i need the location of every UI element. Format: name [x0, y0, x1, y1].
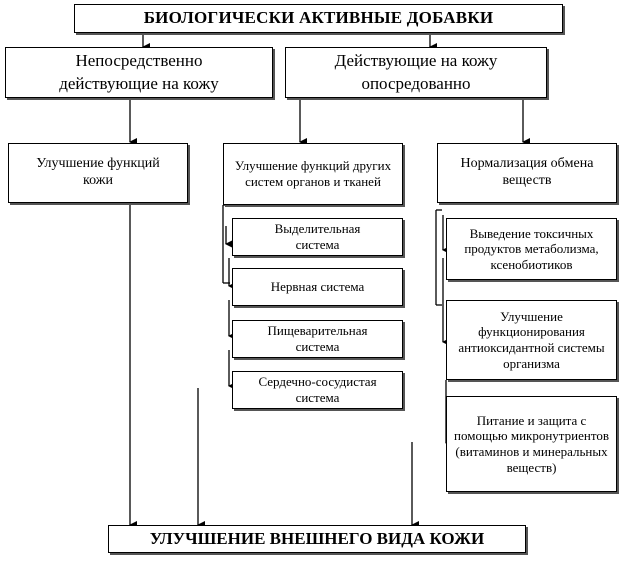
- metabolism-label: Нормализация обмена веществ: [460, 156, 594, 188]
- system-item-label: Пищеварительная система: [267, 323, 368, 354]
- system-item-label: Выделительная система: [274, 221, 361, 252]
- direct-label: Непосредственно действующие на кожу: [59, 51, 219, 93]
- indirect-label: Действующие на кожу опосредованно: [334, 51, 498, 93]
- metabolism-item-label: Улучшение функционирования антиоксидантн…: [458, 308, 605, 371]
- metabolism-item-label: Выведение токсичных продуктов метаболизм…: [464, 225, 599, 272]
- skin-function-box: Улучшение функций кожи: [8, 143, 188, 203]
- system-item-label: Сердечно-сосудистая система: [258, 374, 377, 405]
- other-systems-box: Улучшение функций других систем органов …: [223, 143, 403, 205]
- metabolism-item-label: Питание и защита с помощью микронутриент…: [454, 412, 609, 475]
- other-systems-label: Улучшение функций других систем органов …: [234, 158, 392, 189]
- system-item: Выделительная система: [232, 218, 403, 256]
- top-title-box: БИОЛОГИЧЕСКИ АКТИВНЫЕ ДОБАВКИ: [74, 4, 563, 33]
- bottom-title-box: УЛУЧШЕНИЕ ВНЕШНЕГО ВИДА КОЖИ: [108, 525, 526, 553]
- bottom-title: УЛУЧШЕНИЕ ВНЕШНЕГО ВИДА КОЖИ: [149, 528, 485, 548]
- metabolism-box: Нормализация обмена веществ: [437, 143, 617, 203]
- system-item: Нервная система: [232, 268, 403, 306]
- system-item: Пищеварительная система: [232, 320, 403, 358]
- system-item: Сердечно-сосудистая система: [232, 371, 403, 409]
- system-item-label: Нервная система: [270, 279, 365, 295]
- skin-function-label: Улучшение функций кожи: [36, 156, 160, 188]
- metabolism-item: Питание и защита с помощью микронутриент…: [446, 396, 617, 492]
- metabolism-item: Улучшение функционирования антиоксидантн…: [446, 300, 617, 380]
- top-title: БИОЛОГИЧЕСКИ АКТИВНЫЕ ДОБАВКИ: [143, 8, 494, 28]
- indirect-box: Действующие на кожу опосредованно: [285, 47, 547, 98]
- metabolism-item: Выведение токсичных продуктов метаболизм…: [446, 218, 617, 280]
- bracket-other-systems: [222, 204, 236, 390]
- direct-box: Непосредственно действующие на кожу: [5, 47, 273, 98]
- bracket-metabolism: [435, 209, 453, 447]
